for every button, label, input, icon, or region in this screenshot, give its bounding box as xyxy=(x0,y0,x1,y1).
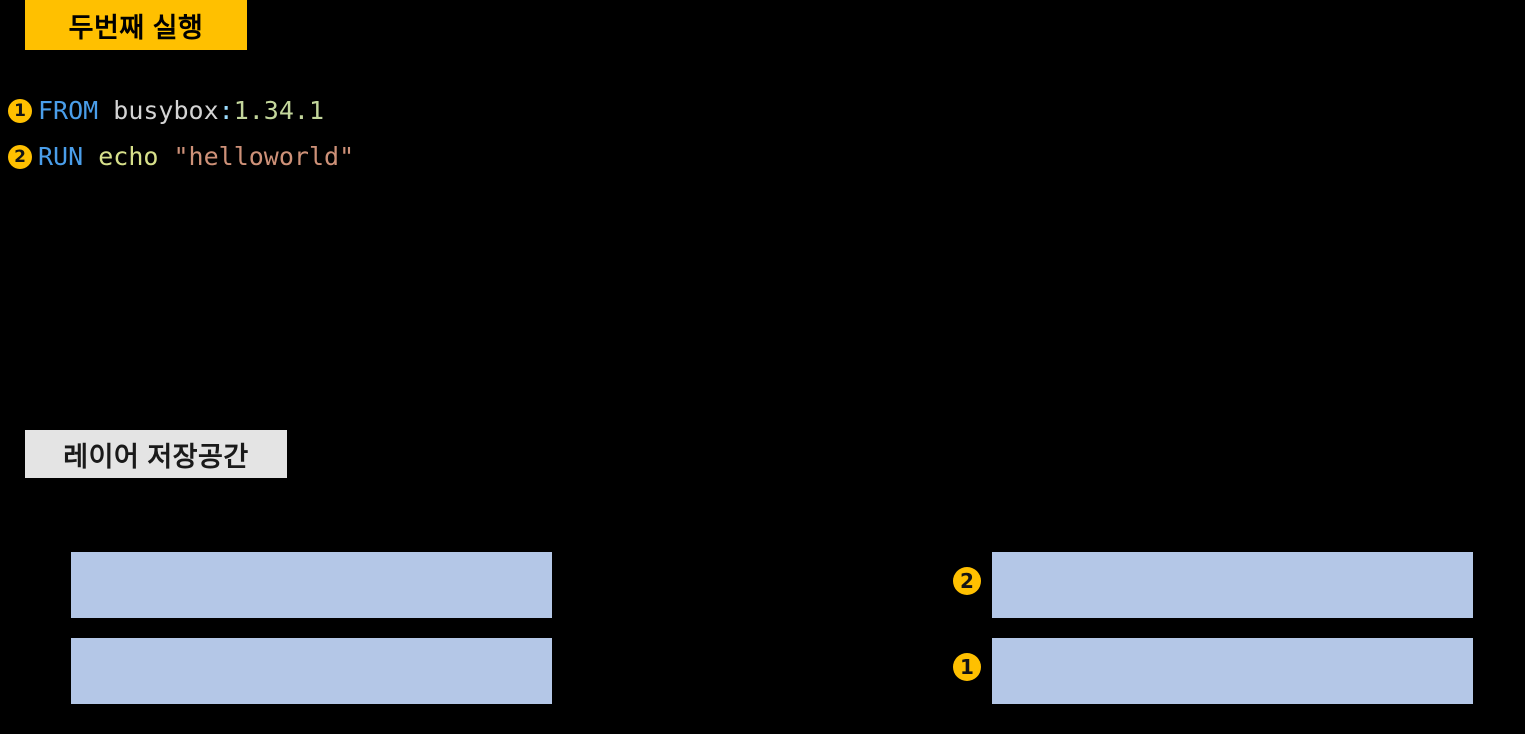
code-line-from: 1 FROM busybox : 1.34.1 xyxy=(8,88,908,134)
run-space-1 xyxy=(83,134,98,180)
right-layer-marker-2: 2 xyxy=(953,567,981,595)
run-section-badge: 두번째 실행 xyxy=(25,0,247,50)
base-image-name: busybox xyxy=(113,96,219,125)
from-keyword: FROM xyxy=(38,96,99,125)
from-space xyxy=(98,88,113,134)
left-layer-box-bottom xyxy=(71,638,552,704)
echo-command: echo xyxy=(98,142,159,171)
image-tag-colon: : xyxy=(218,96,234,125)
left-layer-box-top xyxy=(71,552,552,618)
line-number-badge-1: 1 xyxy=(8,99,32,123)
line-number-badge-2: 2 xyxy=(8,145,32,169)
run-space-2 xyxy=(158,134,173,180)
dockerfile-code-block: 1 FROM busybox : 1.34.1 2 RUN echo "hell… xyxy=(8,88,908,180)
right-layer-box-top xyxy=(992,552,1473,618)
base-image-version: 1.34.1 xyxy=(233,96,325,125)
echo-argument-string: "helloworld" xyxy=(173,142,355,171)
right-layer-box-bottom xyxy=(992,638,1473,704)
run-keyword: RUN xyxy=(38,142,84,171)
layer-storage-badge: 레이어 저장공간 xyxy=(25,430,287,478)
right-layer-marker-1: 1 xyxy=(953,653,981,681)
code-line-run: 2 RUN echo "helloworld" xyxy=(8,134,908,180)
